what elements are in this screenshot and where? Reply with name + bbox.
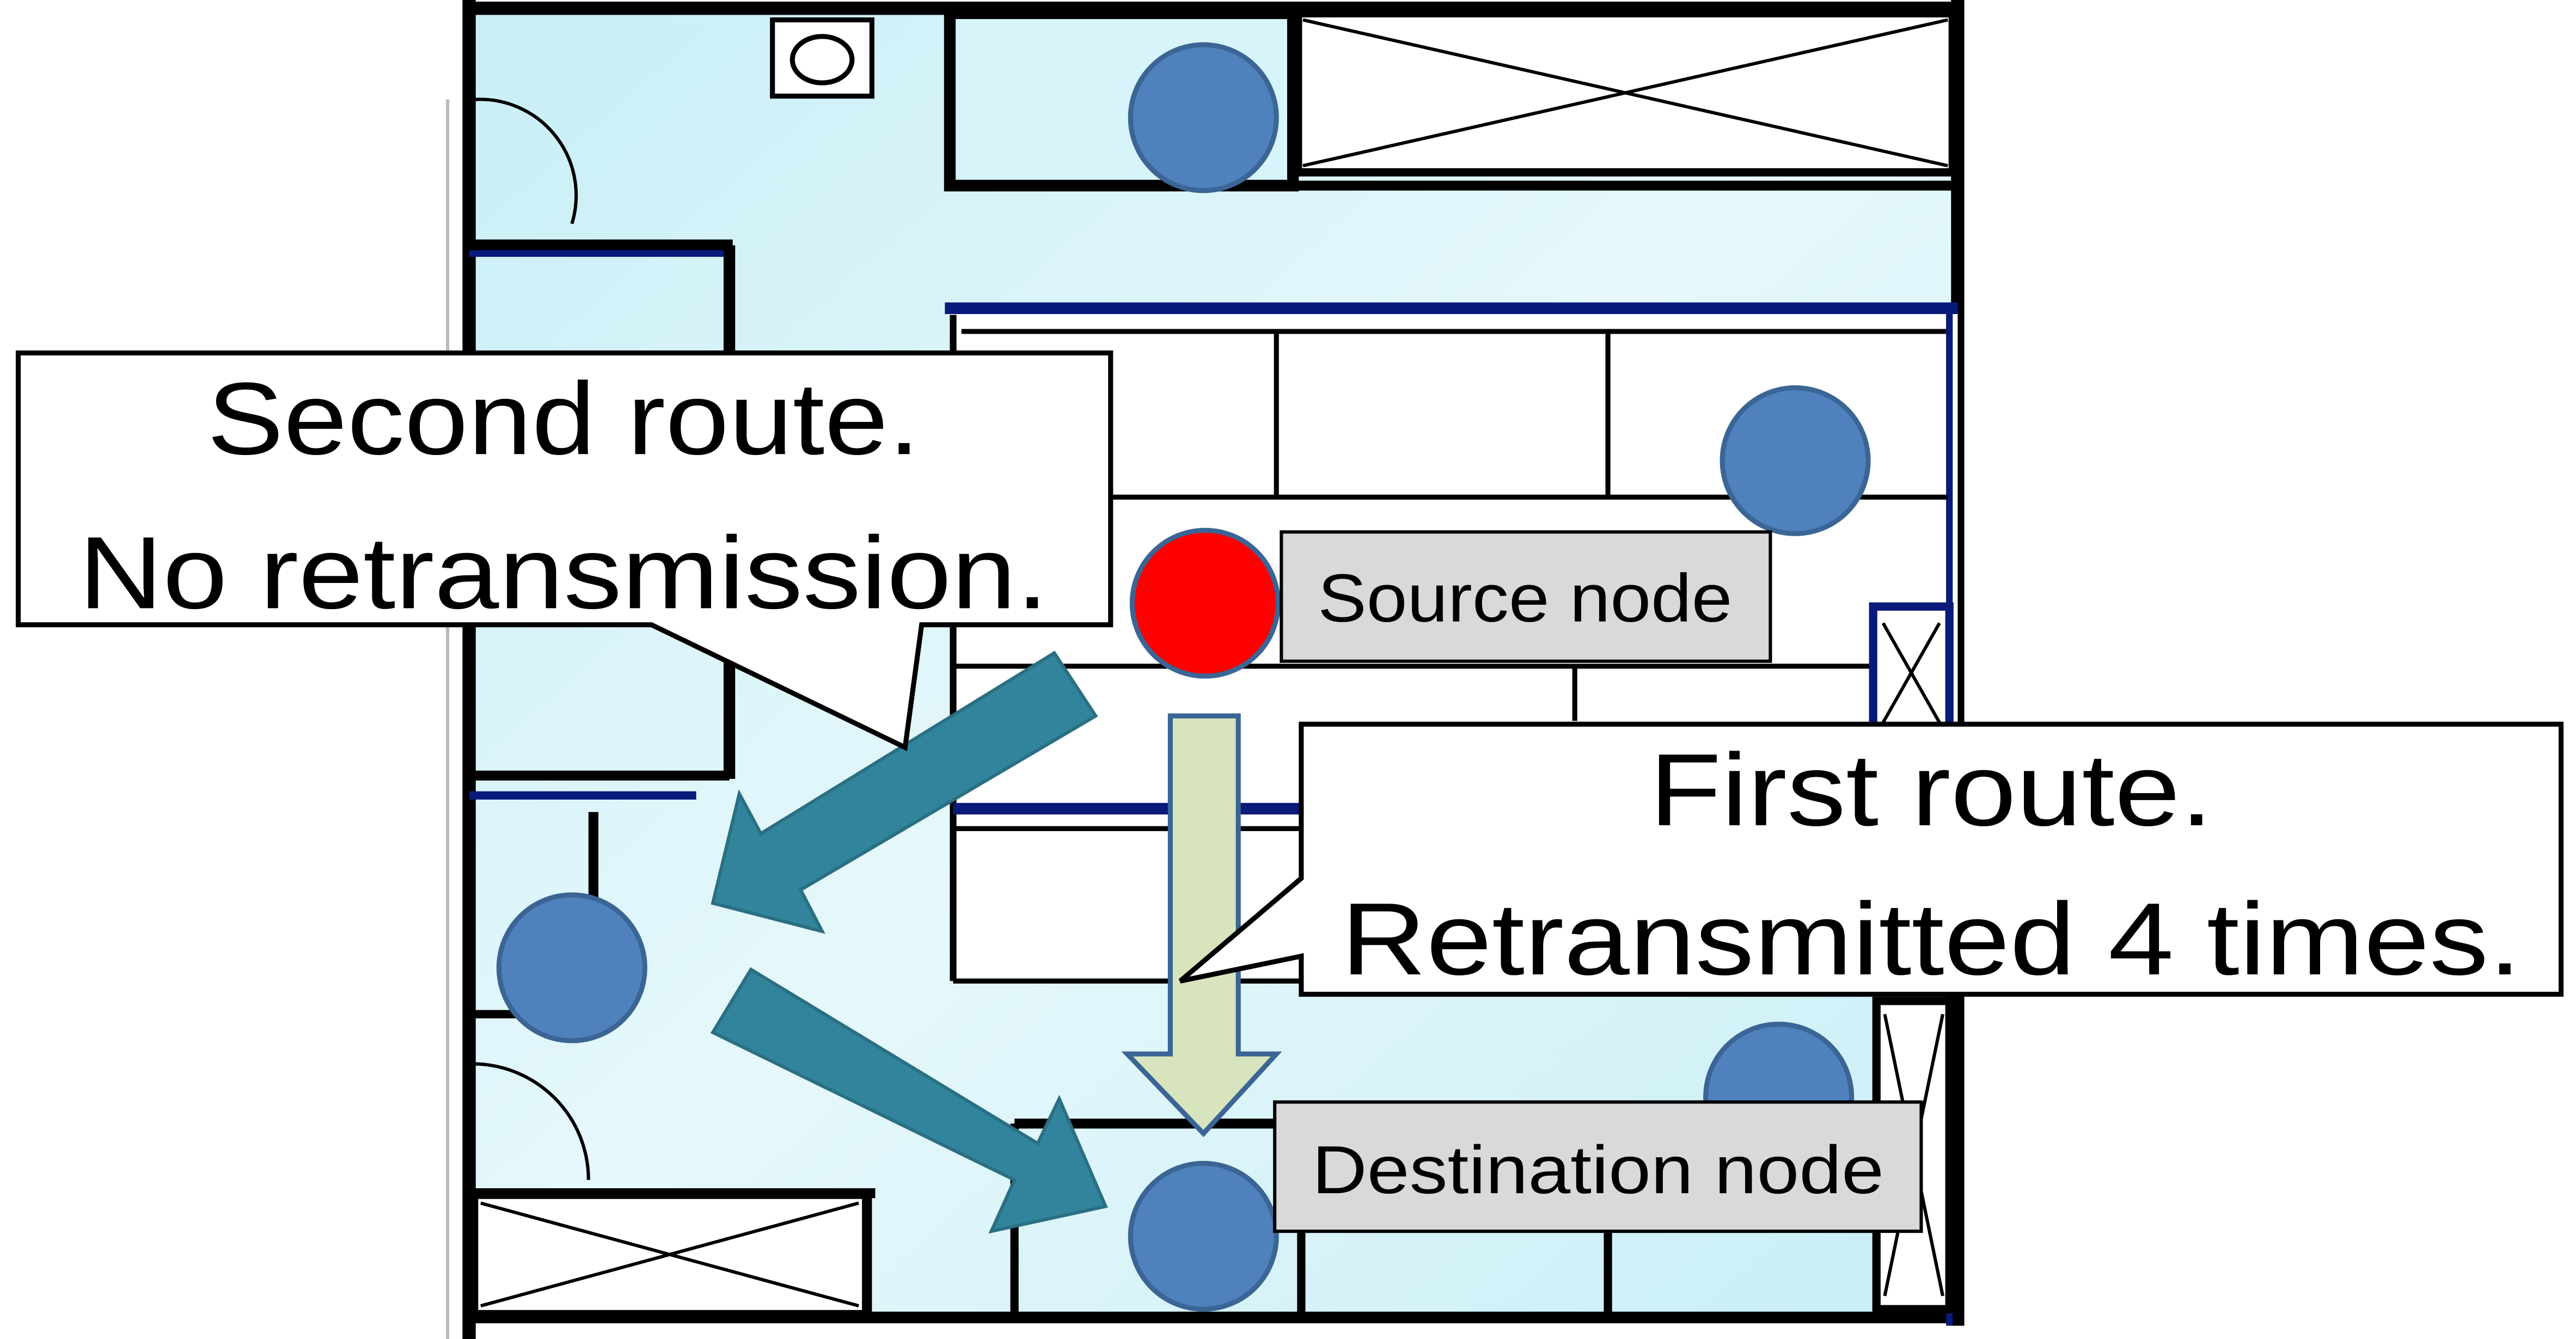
first-route-arrow — [1121, 713, 1282, 1138]
second-route-arrow-leg-1 — [711, 650, 1098, 934]
second-route-callout-line-2: No retransmission. — [79, 515, 1049, 630]
source-node-label-box — [1280, 530, 1772, 663]
room-top-right-cross-2 — [1302, 18, 1948, 168]
second-route-callout-line-1: Second route. — [207, 361, 920, 476]
door-arc-bottom — [475, 1062, 590, 1180]
first-route-callout-line-2: Retransmitted 4 times. — [1341, 881, 2522, 996]
destination-node-label: Destination node — [1273, 1100, 1923, 1233]
network-nodes — [496, 42, 1871, 1312]
room-bottom-left-cross-2 — [480, 1201, 859, 1308]
second-route-callout: Second route. No retransmission. — [15, 350, 1113, 751]
first-route-callout-box — [1178, 721, 2564, 997]
door-arc-top — [475, 97, 578, 224]
destination-node-label-box — [1273, 1100, 1923, 1233]
node-top-middle — [1128, 42, 1279, 193]
destination-node-label-text: Destination node — [1312, 1132, 1884, 1208]
source-node-label-text: Source node — [1318, 561, 1732, 636]
second-route-arrow-leg-2 — [710, 967, 1108, 1234]
first-route-callout: First route. Retransmitted 4 times. — [1178, 721, 2564, 997]
node-left-relay — [496, 892, 647, 1043]
toilet-bowl — [790, 34, 855, 85]
route-arrows — [710, 650, 1282, 1234]
destination-node — [1128, 1160, 1279, 1312]
source-node-label: Source node — [1280, 530, 1772, 663]
first-route-callout-line-1: First route. — [1649, 732, 2213, 847]
node-right-upper — [1720, 385, 1871, 536]
office-right-strip-x2 — [1881, 622, 1941, 723]
second-route-callout-box — [15, 350, 1113, 751]
source-node — [1129, 527, 1281, 679]
